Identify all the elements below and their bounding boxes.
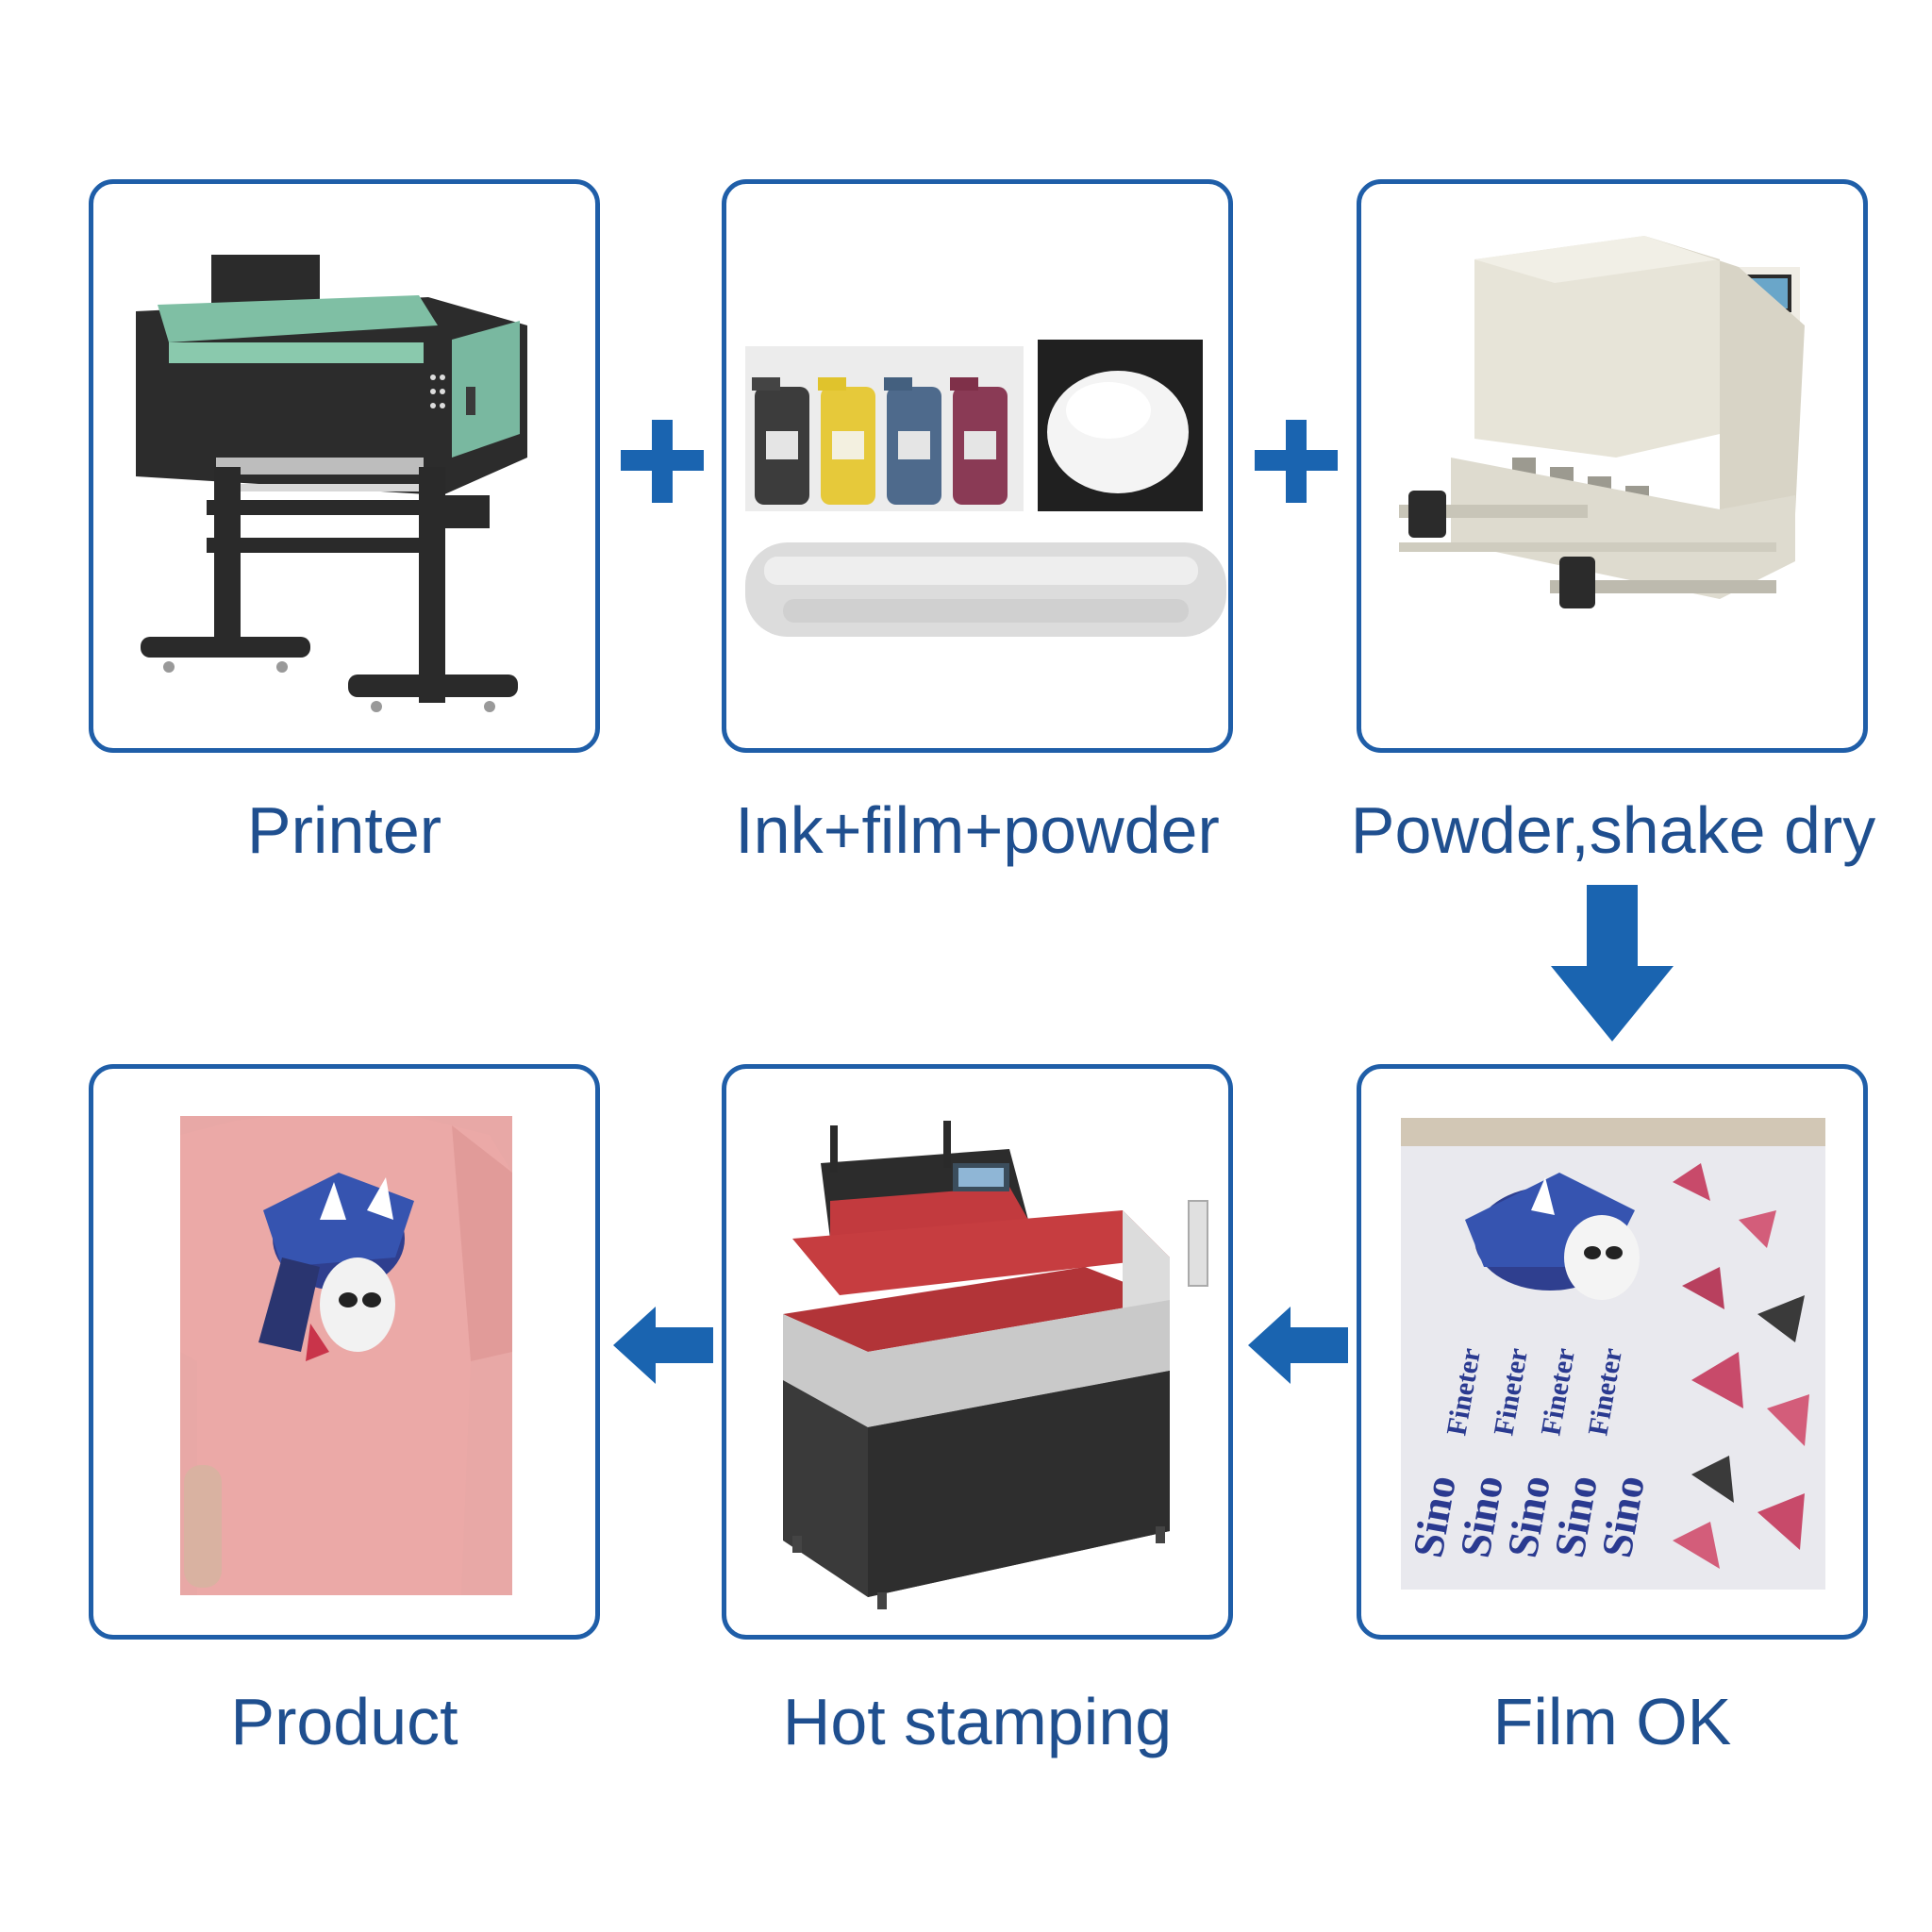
tshirt-product-illustration <box>180 1116 512 1595</box>
step-label-hot-stamping: Hot stamping <box>782 1685 1173 1758</box>
butterfly-print <box>1673 1163 1809 1569</box>
step-card-hot-stamping <box>722 1064 1233 1640</box>
step-label-printer: Printer <box>246 793 442 867</box>
step-label-powder-shaker: Powder,shake dry <box>1350 793 1876 867</box>
dtf-printer-illustration <box>136 255 527 712</box>
step-card-powder-shaker <box>1357 179 1868 753</box>
step-label-film-ok: Film OK <box>1492 1685 1732 1758</box>
ink-film-powder-illustration <box>745 340 1226 637</box>
heat-press-illustration <box>783 1121 1208 1609</box>
step-card-film-ok: Sino Sino Sino Sino Sino Fineter Fineter… <box>1357 1064 1868 1640</box>
step-card-printer <box>89 179 600 753</box>
plus-icon <box>1255 420 1338 503</box>
arrow-down-icon <box>1551 885 1674 1041</box>
step-card-consumables <box>722 179 1233 753</box>
plus-icon <box>621 420 704 503</box>
arrow-left-icon <box>1248 1307 1348 1384</box>
step-card-product <box>89 1064 600 1640</box>
feather-skull-graphic <box>258 1173 414 1361</box>
step-label-consumables: Ink+film+powder <box>735 793 1220 867</box>
step-label-product: Product <box>230 1685 458 1758</box>
feather-skull-print <box>1465 1173 1640 1300</box>
arrow-left-icon <box>613 1307 713 1384</box>
powder-shaker-illustration <box>1399 236 1805 608</box>
printed-film-illustration: Sino Sino Sino Sino Sino Fineter Fineter… <box>1401 1118 1825 1590</box>
